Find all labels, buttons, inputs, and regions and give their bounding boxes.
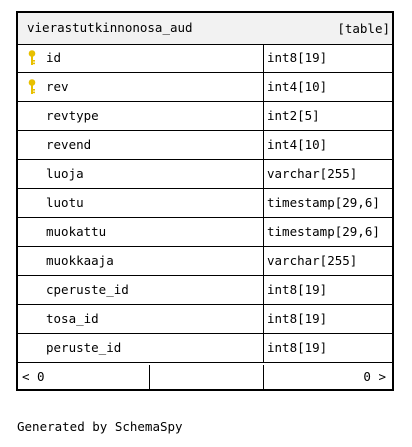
column-row-peruste-id: peruste_id int8[19] xyxy=(18,334,392,363)
children-count: 0 > xyxy=(363,369,386,384)
column-row-revtype: revtype int2[5] xyxy=(18,102,392,131)
column-type: timestamp[29,6] xyxy=(263,189,392,217)
column-type: int8[19] xyxy=(263,334,392,362)
column-row-rev: rev int4[10] xyxy=(18,73,392,102)
column-type: int2[5] xyxy=(263,102,392,130)
column-name: luotu xyxy=(46,195,84,210)
table-name: vierastutkinnonosa_aud xyxy=(27,20,193,35)
column-name: revtype xyxy=(46,108,99,123)
column-type: varchar[255] xyxy=(263,160,392,188)
column-row-muokkaaja: muokkaaja varchar[255] xyxy=(18,247,392,276)
column-type: int8[19] xyxy=(263,44,392,72)
column-type: varchar[255] xyxy=(263,247,392,275)
column-name: rev xyxy=(46,79,69,94)
relationship-footer: < 0 0 > xyxy=(18,365,392,389)
generated-by-caption: Generated by SchemaSpy xyxy=(17,419,183,434)
column-name: id xyxy=(46,50,62,65)
footer-spacer-cell xyxy=(149,365,264,389)
parents-count: < 0 xyxy=(22,369,45,384)
column-type: timestamp[29,6] xyxy=(263,218,392,246)
column-name: peruste_id xyxy=(46,340,122,355)
column-name: muokattu xyxy=(46,224,107,239)
column-row-id: id int8[19] xyxy=(18,44,392,73)
primary-key-icon xyxy=(28,79,36,94)
column-type: int4[10] xyxy=(263,73,392,101)
column-row-revend: revend int4[10] xyxy=(18,131,392,160)
column-type: int8[19] xyxy=(263,305,392,333)
column-row-muokattu: muokattu timestamp[29,6] xyxy=(18,218,392,247)
column-name: cperuste_id xyxy=(46,282,129,297)
column-row-luotu: luotu timestamp[29,6] xyxy=(18,189,392,218)
primary-key-icon xyxy=(28,50,36,65)
children-cell: 0 > xyxy=(264,365,392,389)
column-row-cperuste-id: cperuste_id int8[19] xyxy=(18,276,392,305)
column-type: int8[19] xyxy=(263,276,392,304)
column-name: muokkaaja xyxy=(46,253,114,268)
parents-cell: < 0 xyxy=(18,365,150,389)
table-type-label: [table] xyxy=(337,21,390,36)
column-name: luoja xyxy=(46,166,84,181)
table-entity-box: vierastutkinnonosa_aud [table] id int8[19… xyxy=(16,11,394,391)
column-row-luoja: luoja varchar[255] xyxy=(18,160,392,189)
column-type: int4[10] xyxy=(263,131,392,159)
column-name: tosa_id xyxy=(46,311,99,326)
column-name: revend xyxy=(46,137,92,152)
table-header: vierastutkinnonosa_aud [table] xyxy=(18,13,392,45)
column-row-tosa-id: tosa_id int8[19] xyxy=(18,305,392,334)
